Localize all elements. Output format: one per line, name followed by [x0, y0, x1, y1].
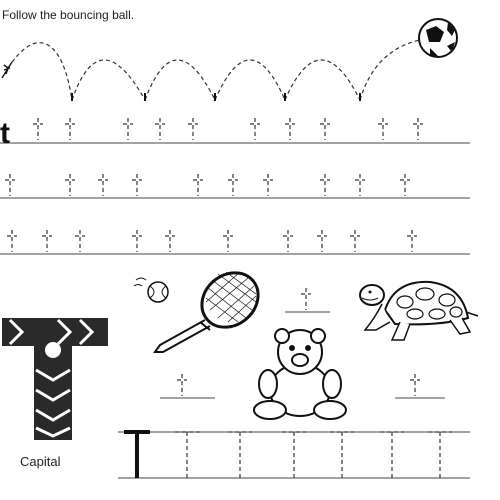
practice-mid-t: [285, 288, 330, 313]
teddy-bear-icon: [253, 328, 347, 420]
tennis-racket-icon: [153, 271, 260, 353]
bounce-path: [1, 39, 421, 101]
practice-row-3: [0, 230, 470, 255]
practice-row-1: t: [0, 117, 470, 150]
tennis-ball-icon: [133, 277, 169, 303]
capital-label: Capital: [20, 454, 61, 469]
soccer-ball-icon: [418, 18, 458, 58]
instruction-text: Follow the bouncing ball.: [2, 8, 135, 22]
practice-row-2: [0, 174, 470, 199]
svg-text:t: t: [0, 117, 10, 150]
turtle-icon: [359, 280, 479, 341]
practice-lower-t: [160, 374, 445, 399]
capital-t-icon: [2, 318, 108, 440]
capital-practice-row: [118, 430, 470, 479]
